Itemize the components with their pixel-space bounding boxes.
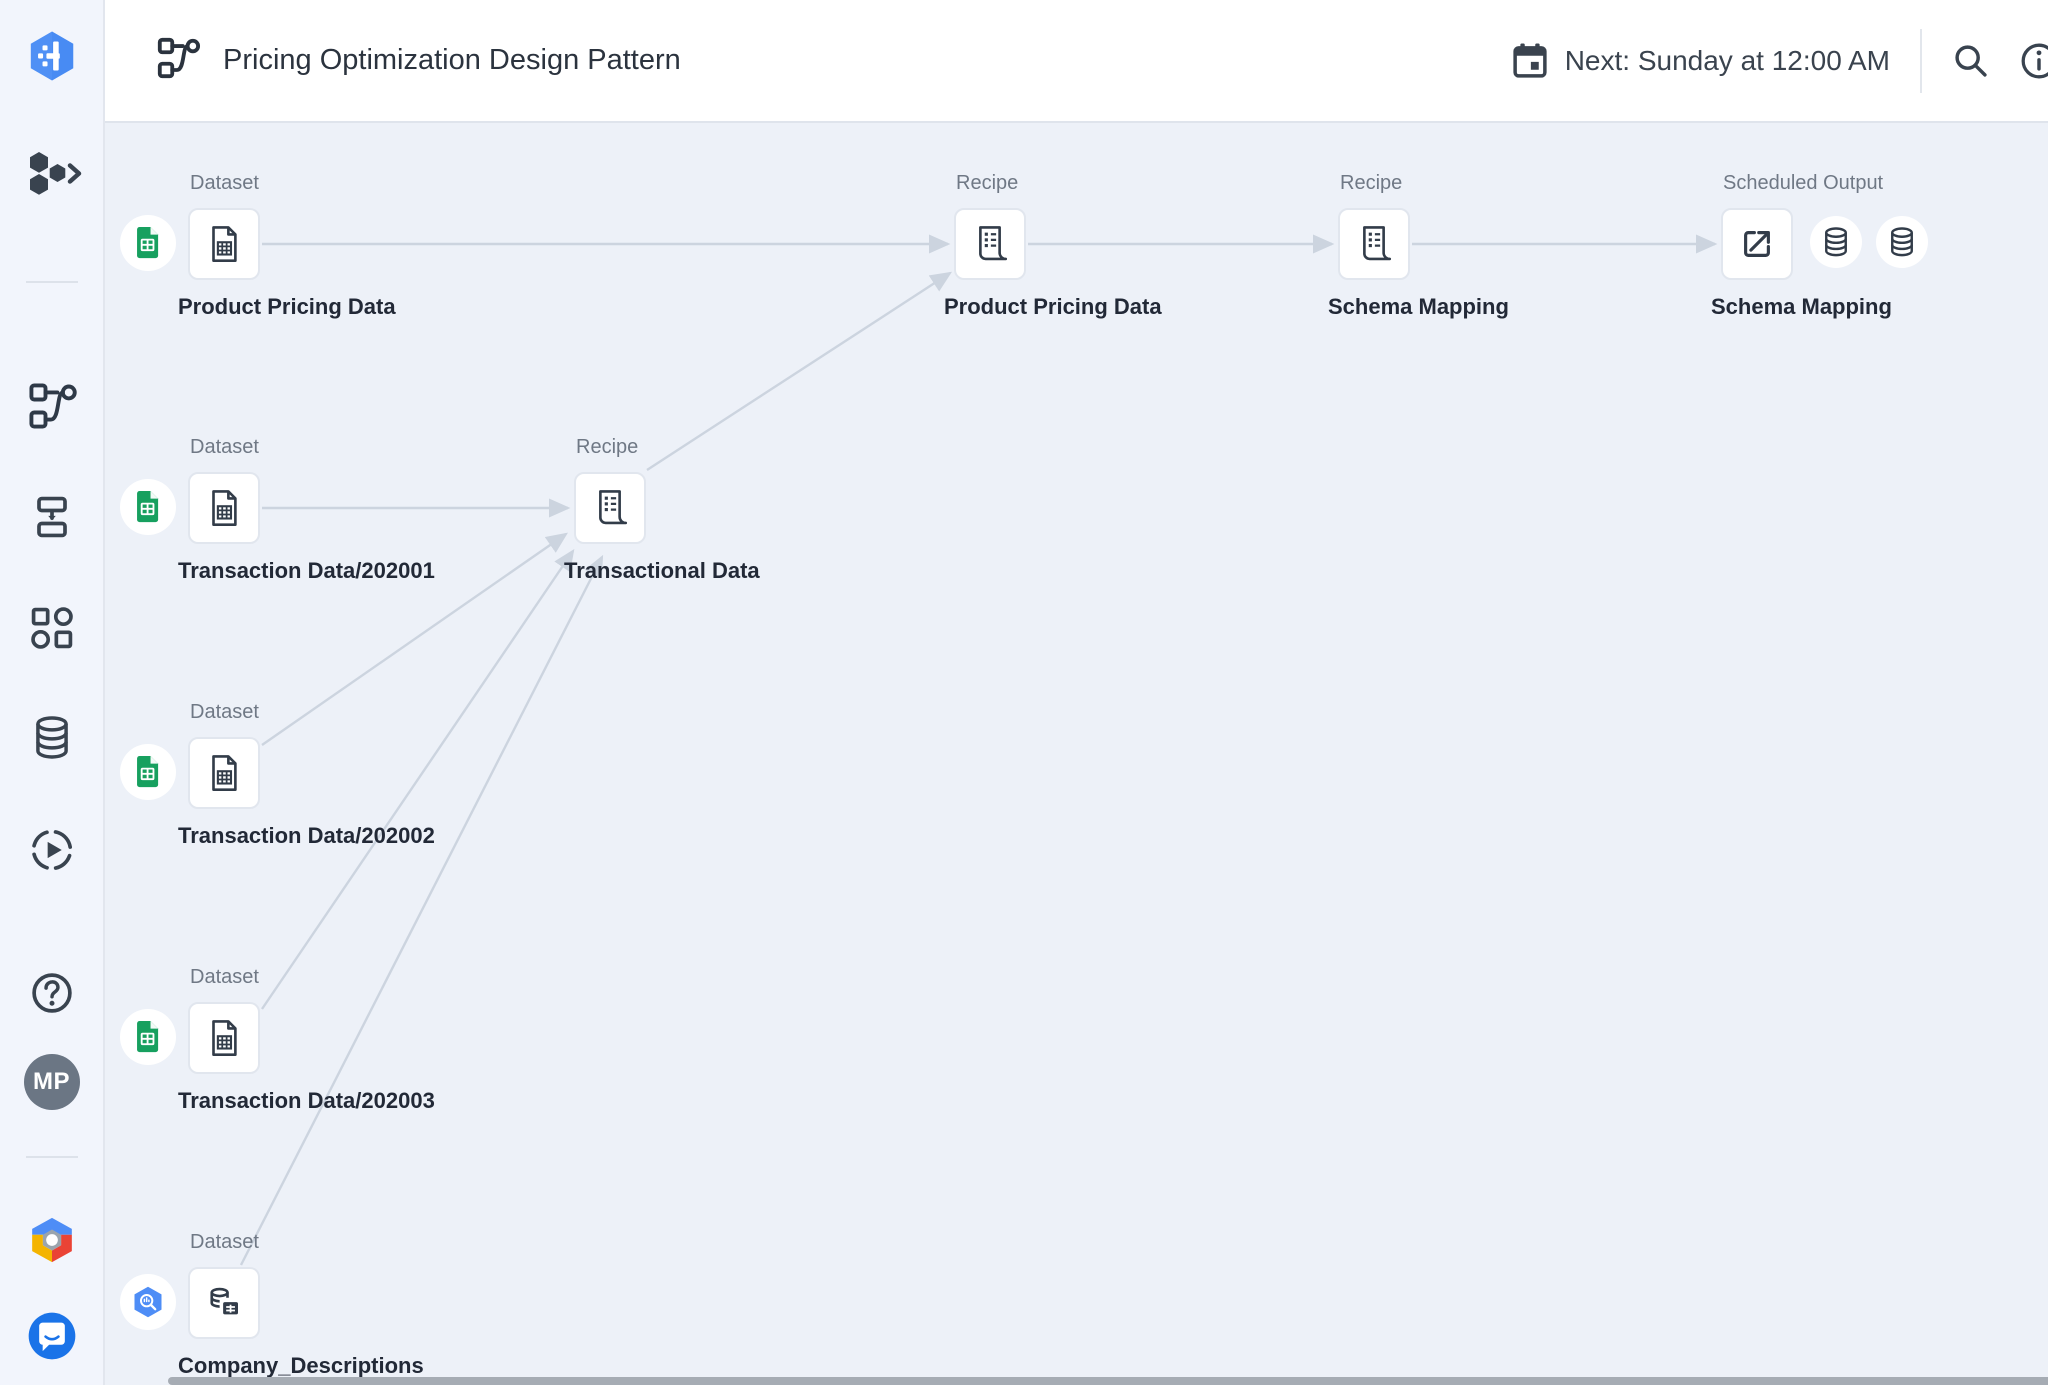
node-kind-label: Dataset xyxy=(190,966,259,988)
node-kind-label: Recipe xyxy=(956,172,1019,194)
flow-icon xyxy=(155,35,201,86)
flow-edge-recipe-transactional-data-to-recipe-product-pricing xyxy=(646,271,953,472)
node-card-recipe-icon[interactable] xyxy=(1338,208,1410,280)
output-destination-database-icon[interactable] xyxy=(1876,216,1928,268)
calendar-icon xyxy=(1513,43,1547,78)
flow-edges-layer xyxy=(239,234,1718,1266)
dataprep-logo-icon[interactable] xyxy=(23,27,81,85)
node-card-spreadsheet-icon[interactable] xyxy=(188,208,260,280)
node-title[interactable]: Transaction Data/202001 xyxy=(178,558,435,583)
flow-edge-dataset-transaction-202003-to-recipe-transactional-data xyxy=(261,549,575,1010)
sheets-source-badge-icon xyxy=(120,479,176,535)
sheets-source-badge-icon xyxy=(120,215,176,271)
search-button[interactable] xyxy=(1948,38,1994,84)
node-title[interactable]: Schema Mapping xyxy=(1328,294,1509,319)
node-card-spreadsheet-icon[interactable] xyxy=(188,472,260,544)
header-divider xyxy=(1920,28,1922,93)
node-kind-label: Recipe xyxy=(576,436,639,458)
bigquery-source-badge-icon xyxy=(120,1274,176,1330)
schedule-button[interactable]: Next: Sunday at 12:00 AM xyxy=(1509,40,1890,82)
run-jobs-nav-icon[interactable] xyxy=(26,824,78,876)
node-card-recipe-icon[interactable] xyxy=(574,472,646,544)
sidebar-divider xyxy=(26,1156,78,1158)
sidebar-divider xyxy=(26,281,78,283)
node-card-spreadsheet-icon[interactable] xyxy=(188,737,260,809)
output-destination-database-icon[interactable] xyxy=(1810,216,1862,268)
info-icon xyxy=(2021,43,2048,78)
node-title[interactable]: Product Pricing Data xyxy=(944,294,1162,319)
sheets-source-badge-icon xyxy=(120,744,176,800)
avatar-initials: MP xyxy=(23,1054,80,1110)
flow-edge-dataset-company-descriptions-to-recipe-transactional-data xyxy=(239,554,604,1266)
node-title[interactable]: Transaction Data/202003 xyxy=(178,1088,435,1113)
flow-nav-icon[interactable] xyxy=(26,380,78,432)
node-kind-label: Recipe xyxy=(1340,172,1403,194)
info-button[interactable] xyxy=(2016,38,2048,84)
google-cloud-logo-icon[interactable] xyxy=(24,1212,80,1268)
node-kind-label: Dataset xyxy=(190,436,259,458)
sidebar: MP xyxy=(0,0,105,1385)
user-avatar[interactable]: MP xyxy=(23,1054,80,1110)
node-card-spreadsheet-icon[interactable] xyxy=(188,1002,260,1074)
schedule-label: Next: Sunday at 12:00 AM xyxy=(1564,44,1890,76)
connections-nav-icon[interactable] xyxy=(26,712,78,764)
node-kind-label: Dataset xyxy=(190,701,259,723)
header-bar: Pricing Optimization Design Pattern Next… xyxy=(105,0,2048,123)
datasets-hexagons-icon[interactable] xyxy=(21,146,83,202)
node-kind-label: Dataset xyxy=(190,172,259,194)
node-title[interactable]: Transactional Data xyxy=(564,558,760,583)
search-icon xyxy=(1955,44,1987,77)
chat-support-icon[interactable] xyxy=(24,1308,80,1364)
horizontal-scrollbar[interactable] xyxy=(168,1377,2048,1385)
node-card-export-icon[interactable] xyxy=(1721,208,1793,280)
node-title[interactable]: Schema Mapping xyxy=(1711,294,1892,319)
sheets-source-badge-icon xyxy=(120,1009,176,1065)
node-title[interactable]: Transaction Data/202002 xyxy=(178,823,435,848)
node-title[interactable]: Product Pricing Data xyxy=(178,294,396,319)
node-kind-label: Scheduled Output xyxy=(1723,172,1884,194)
page-title[interactable]: Pricing Optimization Design Pattern xyxy=(223,44,681,76)
node-title[interactable]: Company_Descriptions xyxy=(178,1353,424,1378)
plan-nav-icon[interactable] xyxy=(26,491,78,543)
library-nav-icon[interactable] xyxy=(26,602,78,654)
node-card-recipe-icon[interactable] xyxy=(954,208,1026,280)
node-card-database-table-icon[interactable] xyxy=(188,1267,260,1339)
node-kind-label: Dataset xyxy=(190,1231,259,1253)
flow-edge-dataset-transaction-202002-to-recipe-transactional-data xyxy=(261,532,568,746)
help-icon[interactable] xyxy=(26,967,78,1019)
